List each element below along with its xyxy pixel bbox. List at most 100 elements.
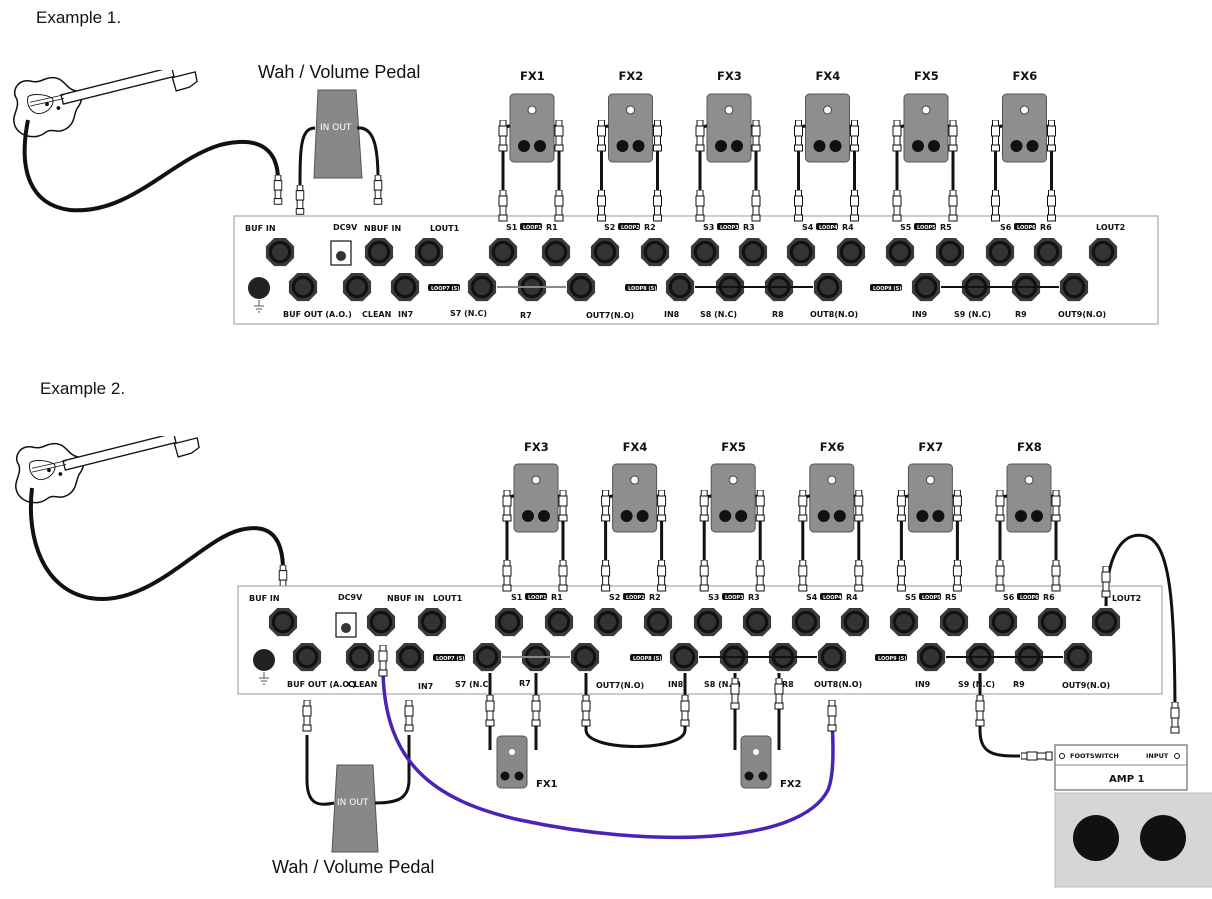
send-jack <box>690 237 720 267</box>
svg-text:S8 (N.C): S8 (N.C) <box>704 680 741 689</box>
plug-icon <box>1021 751 1053 761</box>
guitar-icon <box>13 70 198 138</box>
plug-icon <box>798 560 808 592</box>
fx-pedal: FX7 <box>896 440 962 592</box>
s7-jack <box>467 272 497 302</box>
fx1-label: FX1 <box>536 779 558 790</box>
plug-icon <box>373 175 383 205</box>
plug-icon <box>695 120 705 152</box>
plug-icon <box>798 490 808 522</box>
fx-label: FX6 <box>820 440 845 454</box>
svg-text:R5: R5 <box>945 593 957 602</box>
svg-text:R7: R7 <box>519 679 531 688</box>
lout1-jack <box>414 237 444 267</box>
wah-inout-label: IN OUT <box>320 123 352 133</box>
svg-text:LOOP7 (S): LOOP7 (S) <box>431 286 460 292</box>
svg-text:OUT9(N.O): OUT9(N.O) <box>1058 310 1106 319</box>
send-return-labels: S1 LOOP1 R1 S2 LOOP2 R2 S3 LOOP3 R3 S4 L… <box>511 593 1055 602</box>
wah-inout-label: IN OUT <box>337 798 369 808</box>
svg-text:LOOP4: LOOP4 <box>819 225 838 231</box>
out9-jack <box>1059 272 1089 302</box>
fx-label: FX2 <box>619 69 644 83</box>
fx-label: FX5 <box>721 440 746 454</box>
loop-tags: LOOP7 (S) LOOP8 (S) LOOP9 (S) <box>433 654 907 662</box>
fx-pedal-icon <box>809 463 855 533</box>
svg-text:R8: R8 <box>782 680 794 689</box>
dc-label: DC9V <box>333 223 358 232</box>
fx-label: FX1 <box>520 69 545 83</box>
send-jack <box>791 607 821 637</box>
svg-text:LOOP5: LOOP5 <box>922 595 941 601</box>
return-jack <box>643 607 673 637</box>
return-jack <box>939 607 969 637</box>
plug-icon <box>794 190 803 222</box>
footswitch-label: FOOTSWITCH <box>1070 752 1119 760</box>
plug-icon <box>653 120 662 152</box>
svg-text:IN7: IN7 <box>398 310 413 319</box>
plug-icon <box>952 560 962 592</box>
svg-text:S2: S2 <box>604 223 615 232</box>
plug-icon <box>653 190 662 222</box>
svg-text:R9: R9 <box>1013 680 1025 689</box>
wah-pedal-label: Wah / Volume Pedal <box>258 62 420 82</box>
fx-label: FX7 <box>918 440 943 454</box>
svg-text:S1: S1 <box>506 223 518 232</box>
svg-text:S9 (N.C): S9 (N.C) <box>958 680 995 689</box>
svg-text:BUF OUT (A.O.): BUF OUT (A.O.) <box>287 680 356 689</box>
svg-text:R8: R8 <box>772 310 784 319</box>
plug-icon <box>302 700 312 732</box>
plug-icon <box>948 120 958 152</box>
plug-icon <box>554 120 564 152</box>
svg-text:OUT9(N.O): OUT9(N.O) <box>1062 681 1110 690</box>
plug-icon <box>498 190 508 222</box>
switcher-panel <box>233 215 1159 325</box>
fx1-below: FX1 <box>485 673 558 790</box>
plug-icon <box>850 190 859 222</box>
svg-text:LOOP3: LOOP3 <box>725 595 744 601</box>
guitar-cable <box>28 487 285 601</box>
plug-icon <box>378 645 388 677</box>
plug-icon <box>975 695 985 727</box>
plug-icon <box>601 490 611 522</box>
plug-icon <box>991 190 1000 222</box>
svg-text:S8 (N.C): S8 (N.C) <box>700 310 737 319</box>
plug-icon <box>273 175 283 205</box>
return-jack <box>1037 607 1067 637</box>
s7-jack <box>472 642 502 672</box>
footswitch-cable <box>978 673 1021 758</box>
svg-text:R2: R2 <box>649 593 661 602</box>
purple-cable <box>381 671 835 840</box>
fx-pedal-icon <box>509 93 555 163</box>
plug-icon <box>1051 560 1061 592</box>
guitar-cable <box>22 119 280 213</box>
plug-icon <box>502 490 512 522</box>
svg-text:S7 (N.C): S7 (N.C) <box>450 309 487 318</box>
plug-icon <box>554 190 564 222</box>
plug-icon <box>581 695 591 727</box>
plug-icon <box>1047 190 1056 222</box>
plug-icon <box>657 490 667 522</box>
svg-text:IN9: IN9 <box>915 680 931 689</box>
svg-text:LOOP8 (S): LOOP8 (S) <box>633 656 662 662</box>
svg-text:LOOP8 (S): LOOP8 (S) <box>628 286 657 292</box>
svg-text:S5: S5 <box>905 593 917 602</box>
svg-text:S5: S5 <box>900 223 912 232</box>
plug-icon <box>948 190 958 222</box>
nbuf-in-label: NBUF IN <box>387 594 424 603</box>
ground-icon <box>259 672 269 685</box>
svg-text:R5: R5 <box>940 223 952 232</box>
svg-text:IN8: IN8 <box>668 680 684 689</box>
plug-icon <box>850 120 859 152</box>
fx-pedal: FX4 <box>601 440 667 592</box>
wah-pedal-label: Wah / Volume Pedal <box>272 857 434 877</box>
svg-text:S4: S4 <box>802 223 814 232</box>
send-jack <box>693 607 723 637</box>
svg-text:LOOP1: LOOP1 <box>528 595 547 601</box>
svg-text:LOOP7 (S): LOOP7 (S) <box>436 656 465 662</box>
svg-text:R6: R6 <box>1043 593 1055 602</box>
plug-icon <box>751 120 761 152</box>
svg-text:S6: S6 <box>1003 593 1015 602</box>
plug-icon <box>502 560 512 592</box>
lout1-jack <box>417 607 447 637</box>
